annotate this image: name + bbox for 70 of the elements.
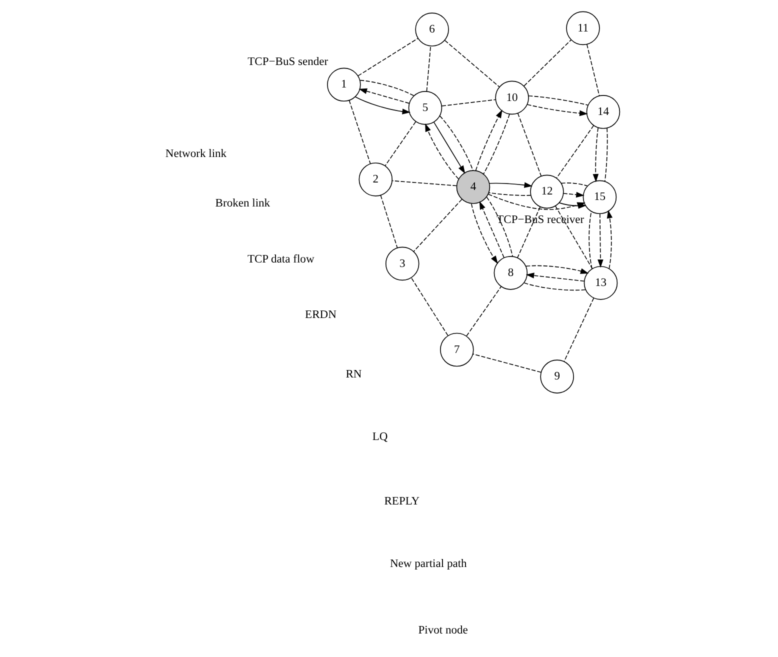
node-circle: 11 [566,11,600,46]
arrow [358,88,410,104]
connector [410,277,448,336]
connector [523,39,572,86]
node-circle: 4 [456,170,490,204]
connector [412,198,462,252]
connector [384,121,416,166]
connector [482,114,510,174]
node-circle: 15 [582,180,616,214]
legend-label: Pivot node [418,624,468,636]
connector [444,40,500,88]
connector [486,196,512,257]
arrow [606,210,612,270]
legend-label: RN [345,368,362,380]
connector [391,180,457,186]
connector [560,182,588,186]
arrow [488,182,532,188]
connector [488,192,531,196]
node-circle: 3 [384,246,419,281]
legend-label: TCP data flow [246,254,314,266]
arrow [424,123,458,180]
arrow [526,104,588,116]
legend-label: ERDN [304,308,336,321]
node-circle: 10 [494,80,528,115]
connector [586,44,600,96]
node-circle: 7 [440,332,474,367]
arrow [562,192,584,198]
connector [441,99,496,106]
connector [554,206,592,269]
connector [466,286,502,336]
connector [516,112,542,177]
connector [516,206,540,258]
arrow [470,203,498,264]
arrow [525,272,584,282]
legend-label: Broken link [214,197,270,210]
connector [528,95,588,106]
node-circle: 14 [586,95,620,129]
arrow [525,265,588,274]
node-circle: 5 [408,91,442,125]
arrow [432,122,465,174]
node-label: TCP−BuS sender [247,56,328,68]
arrow [474,110,502,171]
legend-label: Network link [164,148,226,160]
connector [563,298,594,362]
connector [438,116,473,171]
node-circle: 13 [583,266,618,300]
arrow [354,96,410,114]
connector [472,354,541,373]
connector [348,100,370,164]
connector [556,125,594,178]
node-circle: 8 [493,256,528,290]
connector [426,46,431,92]
legend-label: LQ [372,431,388,444]
node-circle: 1 [326,68,360,102]
connector [604,128,608,182]
connector [380,194,398,248]
arrow [592,127,598,182]
arrow [597,213,603,268]
node-circle: 12 [530,174,564,209]
node-circle: 6 [414,12,448,46]
arrow [478,201,504,258]
node-circle: 9 [540,360,574,394]
connector [357,38,418,76]
node-label: TCP−BuS receiver [496,214,584,226]
node-circle: 2 [358,162,392,196]
legend-label: REPLY [384,496,420,508]
connector [588,211,592,270]
connector [359,80,414,96]
connector [523,282,586,291]
legend-label: New partial path [389,558,466,570]
